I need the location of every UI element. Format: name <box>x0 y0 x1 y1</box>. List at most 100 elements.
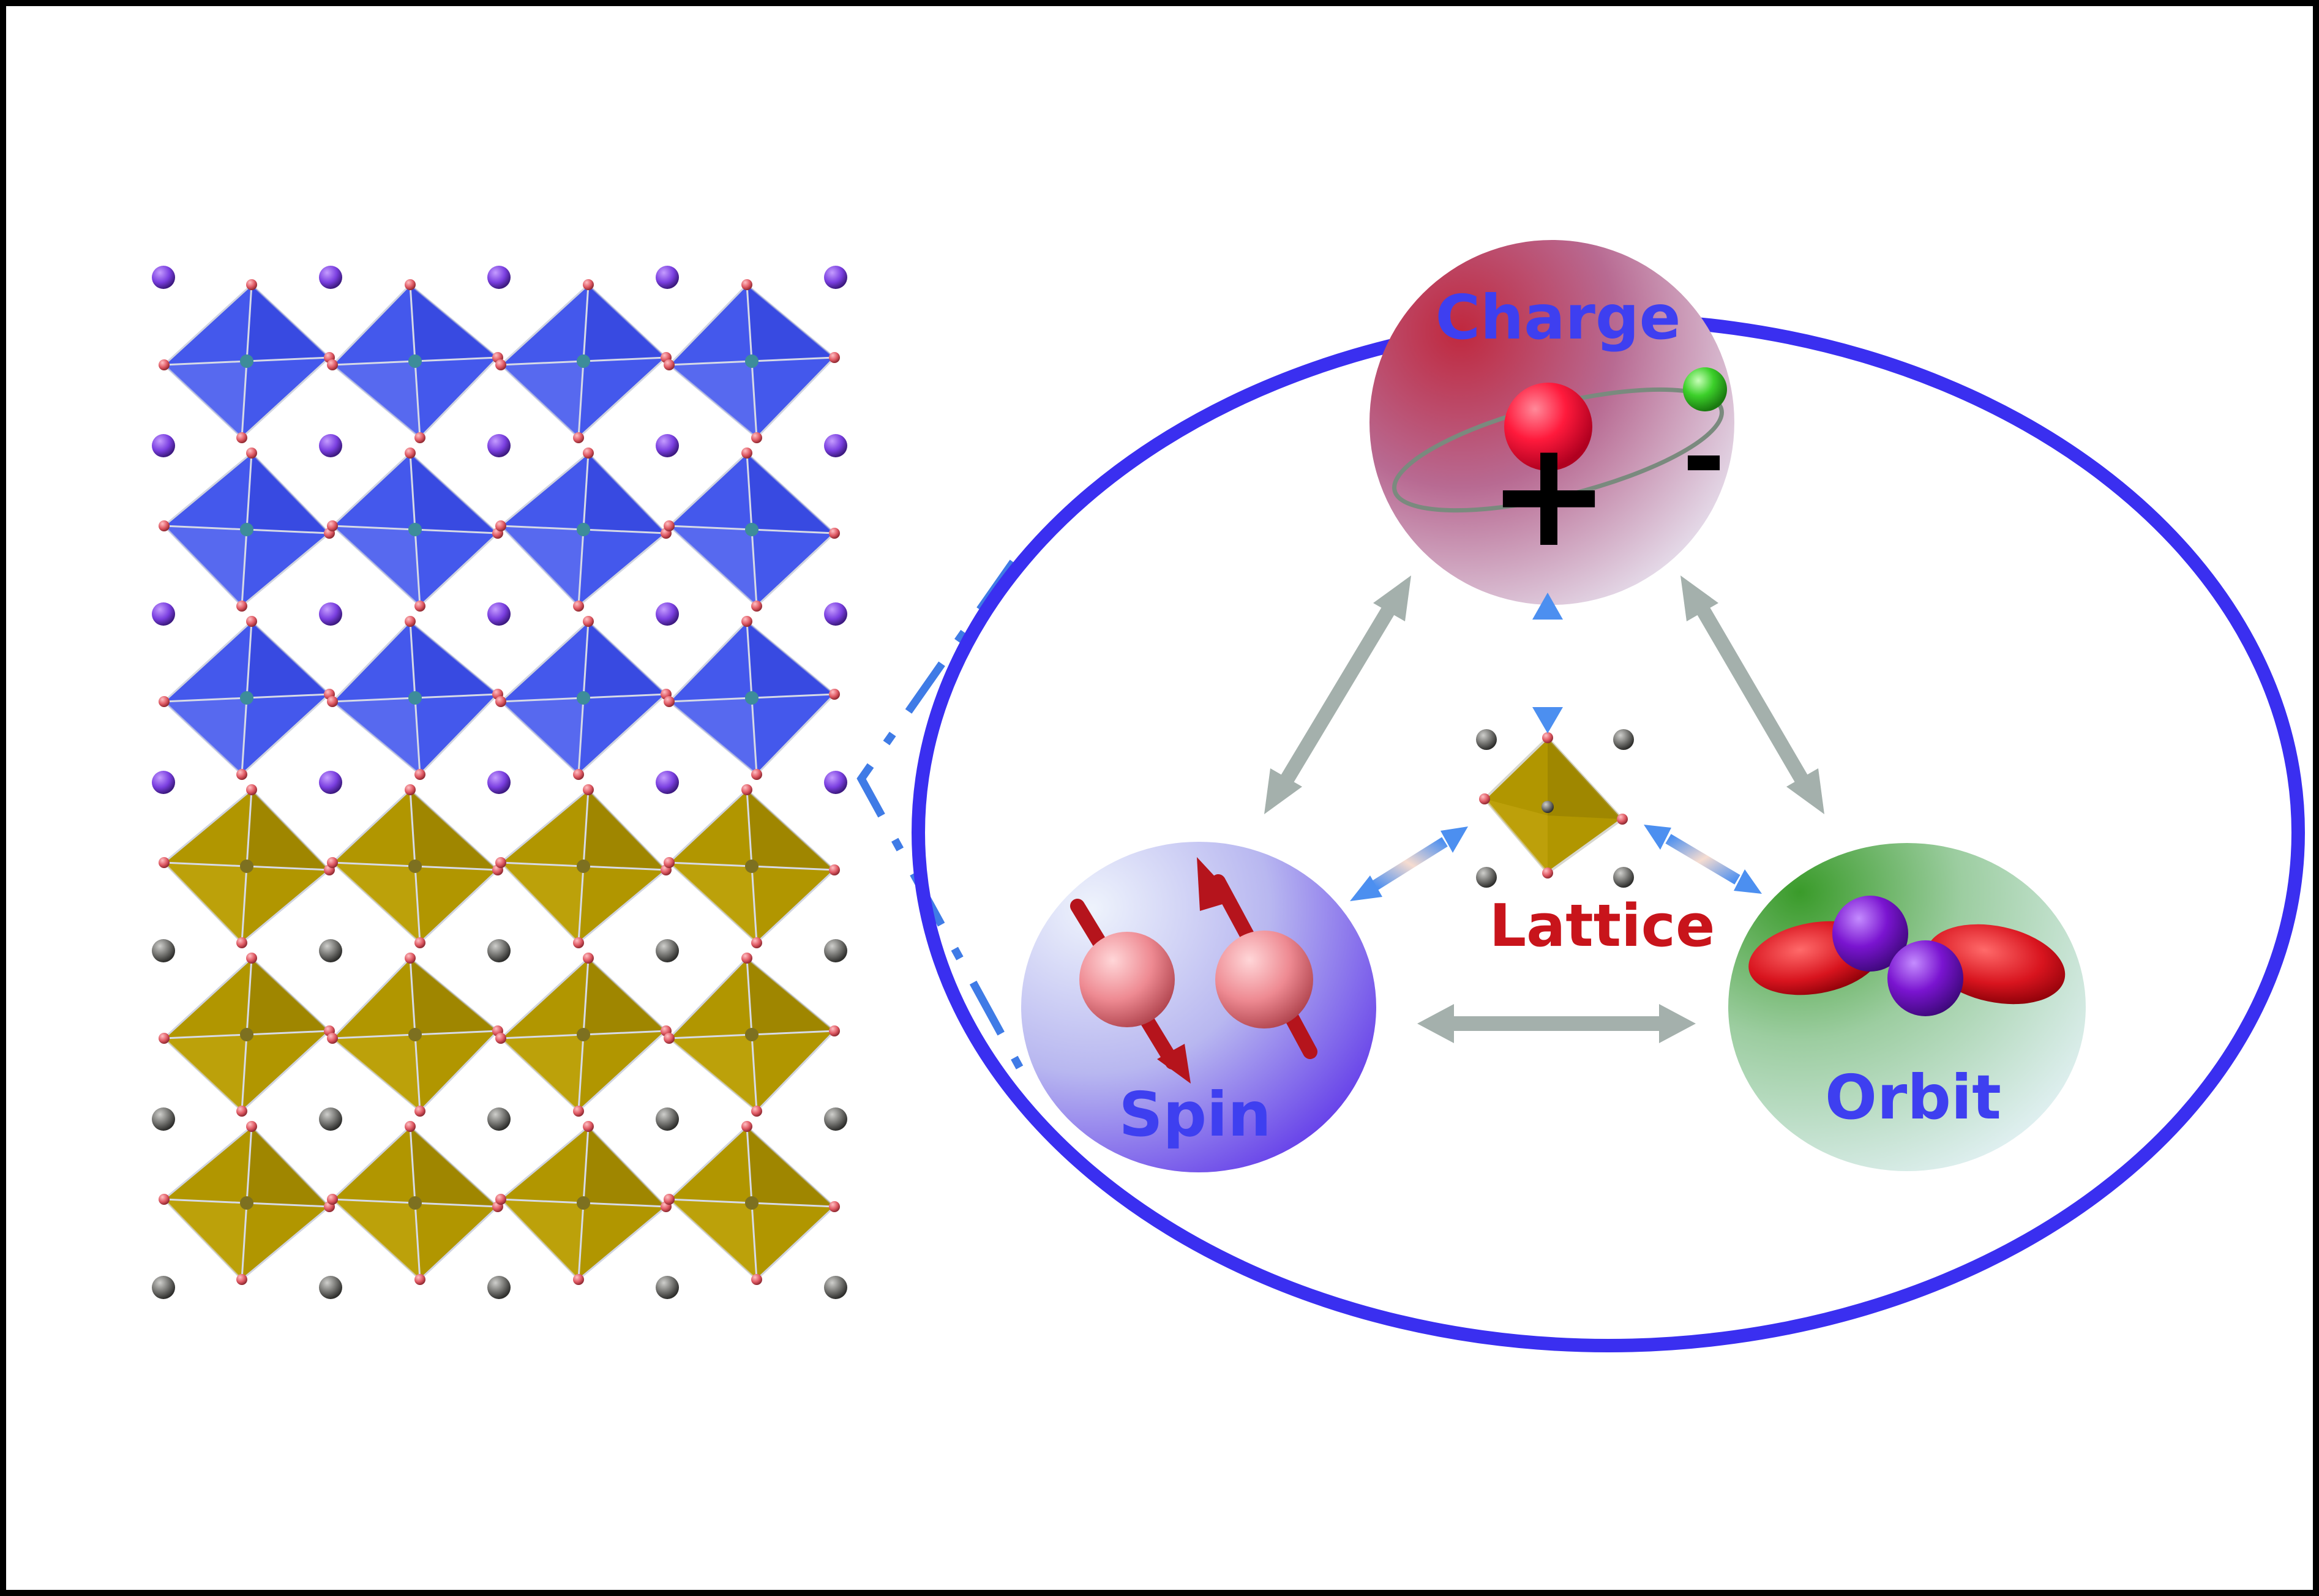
a-site-atom-gray <box>824 1276 847 1299</box>
a-site-atom-purple <box>152 602 175 626</box>
a-site-atom-purple <box>824 771 847 794</box>
arrow-charge-orbit <box>1680 575 1824 814</box>
oxygen-atom <box>495 520 506 531</box>
oxygen-atom <box>741 784 752 795</box>
oxygen-atom <box>583 448 594 459</box>
oxygen-atom <box>414 1106 425 1117</box>
oxygen-atom <box>405 1121 416 1132</box>
arrow-spin-orbit <box>1417 1004 1696 1043</box>
oxygen-atom <box>405 784 416 795</box>
oxygen-atom <box>829 1201 840 1212</box>
a-site-atom-gray <box>152 1107 175 1131</box>
arrow-lattice-charge <box>1532 593 1563 733</box>
oxygen-atom <box>236 432 247 443</box>
oxygen-atom <box>829 528 840 539</box>
nucleus-icon <box>1504 383 1592 471</box>
arrow-lattice-orbit <box>1644 825 1762 894</box>
oxygen-atom <box>495 359 506 370</box>
a-site-atom-gray <box>319 1276 342 1299</box>
b-site-atom <box>408 354 422 368</box>
electron-icon <box>1683 367 1727 411</box>
b-site-atom <box>745 1028 759 1041</box>
b-site-atom <box>240 1028 253 1041</box>
oxygen-atom <box>159 1194 170 1205</box>
oxygen-atom <box>246 616 257 627</box>
oxygen-atom <box>246 784 257 795</box>
a-site-atom-purple <box>656 602 679 626</box>
oxygen-atom <box>751 601 762 612</box>
oxygen-atom <box>159 520 170 531</box>
b-site-atom <box>745 1196 759 1210</box>
oxygen-atom <box>664 696 675 707</box>
oxygen-atom <box>414 1274 425 1285</box>
oxygen-atom <box>246 448 257 459</box>
a-site-atom-gray <box>319 1107 342 1131</box>
oxygen-atom <box>246 953 257 964</box>
a-site-atom-gray <box>656 1276 679 1299</box>
blue-arrows <box>1350 593 1762 901</box>
oxygen-atom <box>236 1106 247 1117</box>
b-site-atom <box>577 354 590 368</box>
oxygen-atom <box>405 616 416 627</box>
oxygen-atom <box>664 520 675 531</box>
b-site-atom <box>745 691 759 705</box>
a-site-atom-purple <box>824 266 847 289</box>
a-site-atom-purple <box>656 771 679 794</box>
oxygen-atom <box>246 279 257 290</box>
oxygen-atom <box>405 279 416 290</box>
oxygen-atom <box>573 1106 584 1117</box>
lattice-node: Lattice <box>1476 729 1715 960</box>
d-orbital-icon <box>1748 896 2066 1016</box>
oxygen-atom <box>495 857 506 868</box>
oxygen-atom <box>414 432 425 443</box>
oxygen-atom <box>829 1025 840 1036</box>
zoom-connector <box>856 560 1032 1086</box>
oxygen-atom <box>236 769 247 780</box>
b-site-atom <box>577 1028 590 1041</box>
oxygen-atom <box>405 953 416 964</box>
oxygen-atom <box>741 279 752 290</box>
a-site-atom-purple <box>824 434 847 457</box>
charge-label: Charge <box>1436 282 1681 353</box>
b-site-atom <box>240 1196 253 1210</box>
spin-label: Spin <box>1118 1079 1271 1150</box>
oxygen-atom <box>495 1033 506 1044</box>
b-site-atom <box>577 860 590 873</box>
oxygen-atom <box>741 1121 752 1132</box>
minus-sign: - <box>1682 397 1726 518</box>
oxygen-atom <box>751 1106 762 1117</box>
lattice-label: Lattice <box>1489 893 1715 960</box>
oxygen-atom <box>751 769 762 780</box>
a-site-atom-gray <box>152 939 175 962</box>
oxygen-atom <box>414 601 425 612</box>
a-site-atom-purple <box>824 602 847 626</box>
oxygen-atom <box>159 857 170 868</box>
oxygen-atom <box>583 279 594 290</box>
oxygen-atom <box>751 937 762 948</box>
b-site-atom <box>408 691 422 705</box>
a-site-atom-gray <box>824 1107 847 1131</box>
b-site-atom <box>745 860 759 873</box>
oxygen-atom <box>751 1274 762 1285</box>
a-site-atom-purple <box>487 602 511 626</box>
a-site-atom-gray <box>487 1107 511 1131</box>
oxygen-atom <box>327 1033 338 1044</box>
a-site-atom-purple <box>319 602 342 626</box>
oxygen-atom <box>495 696 506 707</box>
spin-node: Spin <box>1021 842 1376 1172</box>
oxygen-atom <box>327 857 338 868</box>
oxygen-atom <box>583 1121 594 1132</box>
oxygen-atom <box>573 432 584 443</box>
oxygen-atom <box>405 448 416 459</box>
b-site-atom <box>408 523 422 536</box>
a-site-atom-purple <box>152 434 175 457</box>
oxygen-atom <box>159 359 170 370</box>
b-site-atom <box>240 354 253 368</box>
oxygen-atom <box>327 1194 338 1205</box>
plus-sign: + <box>1487 408 1610 580</box>
oxygen-atom <box>829 689 840 700</box>
orbit-node: Orbit <box>1728 843 2086 1171</box>
b-site-atom <box>408 1196 422 1210</box>
oxygen-atom <box>741 616 752 627</box>
